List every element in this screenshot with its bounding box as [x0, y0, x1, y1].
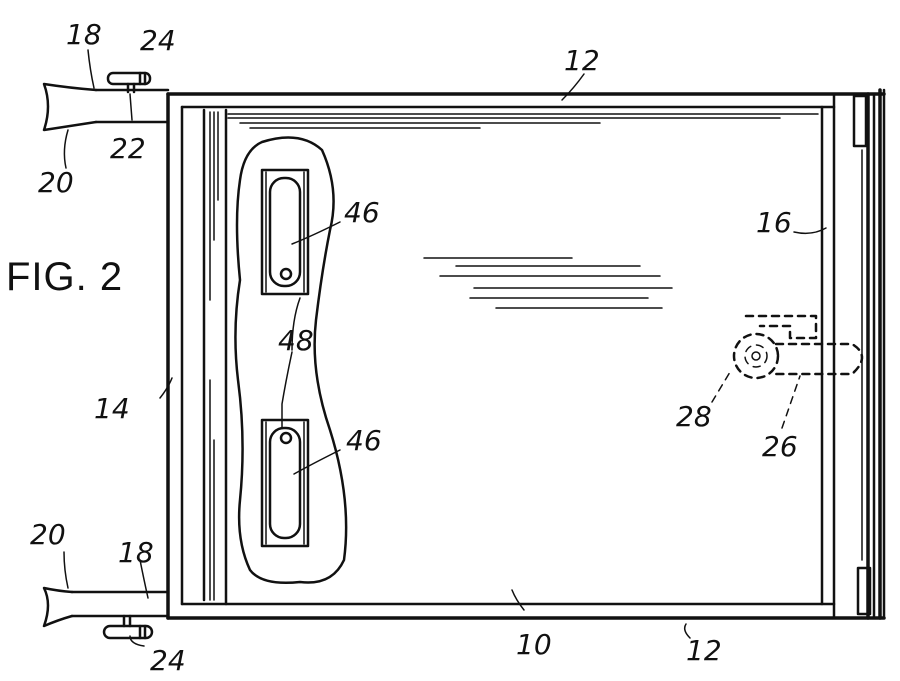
- figure-title: FIG. 2: [6, 255, 123, 299]
- label-14: 14: [94, 392, 130, 425]
- label-48: 48: [278, 324, 314, 357]
- latch-bottom: [262, 420, 308, 546]
- label-10: 10: [516, 628, 552, 661]
- label-16: 16: [756, 206, 792, 239]
- leader-lines: [64, 50, 826, 646]
- handle-top: [44, 73, 168, 130]
- label-24-bottom: 24: [150, 644, 186, 677]
- label-26: 26: [762, 430, 798, 463]
- dashed-mechanism: [734, 316, 862, 378]
- outer-frame: [168, 94, 884, 618]
- handle-bottom: [44, 588, 168, 638]
- label-28: 28: [676, 400, 712, 433]
- reflection-lines: [424, 258, 672, 308]
- latch-top: [262, 170, 308, 294]
- label-24-top: 24: [140, 24, 176, 57]
- right-rail: [854, 90, 884, 618]
- label-46-top: 46: [344, 196, 380, 229]
- label-22: 22: [110, 132, 146, 165]
- label-20-bottom: 20: [30, 518, 66, 551]
- label-12-top: 12: [564, 44, 600, 77]
- label-20-top: 20: [38, 166, 74, 199]
- label-12-bottom: 12: [686, 634, 722, 667]
- label-46-bottom: 46: [346, 424, 382, 457]
- label-18-bottom: 18: [118, 536, 154, 569]
- left-strip: [204, 110, 226, 604]
- label-18-top: 18: [66, 18, 102, 51]
